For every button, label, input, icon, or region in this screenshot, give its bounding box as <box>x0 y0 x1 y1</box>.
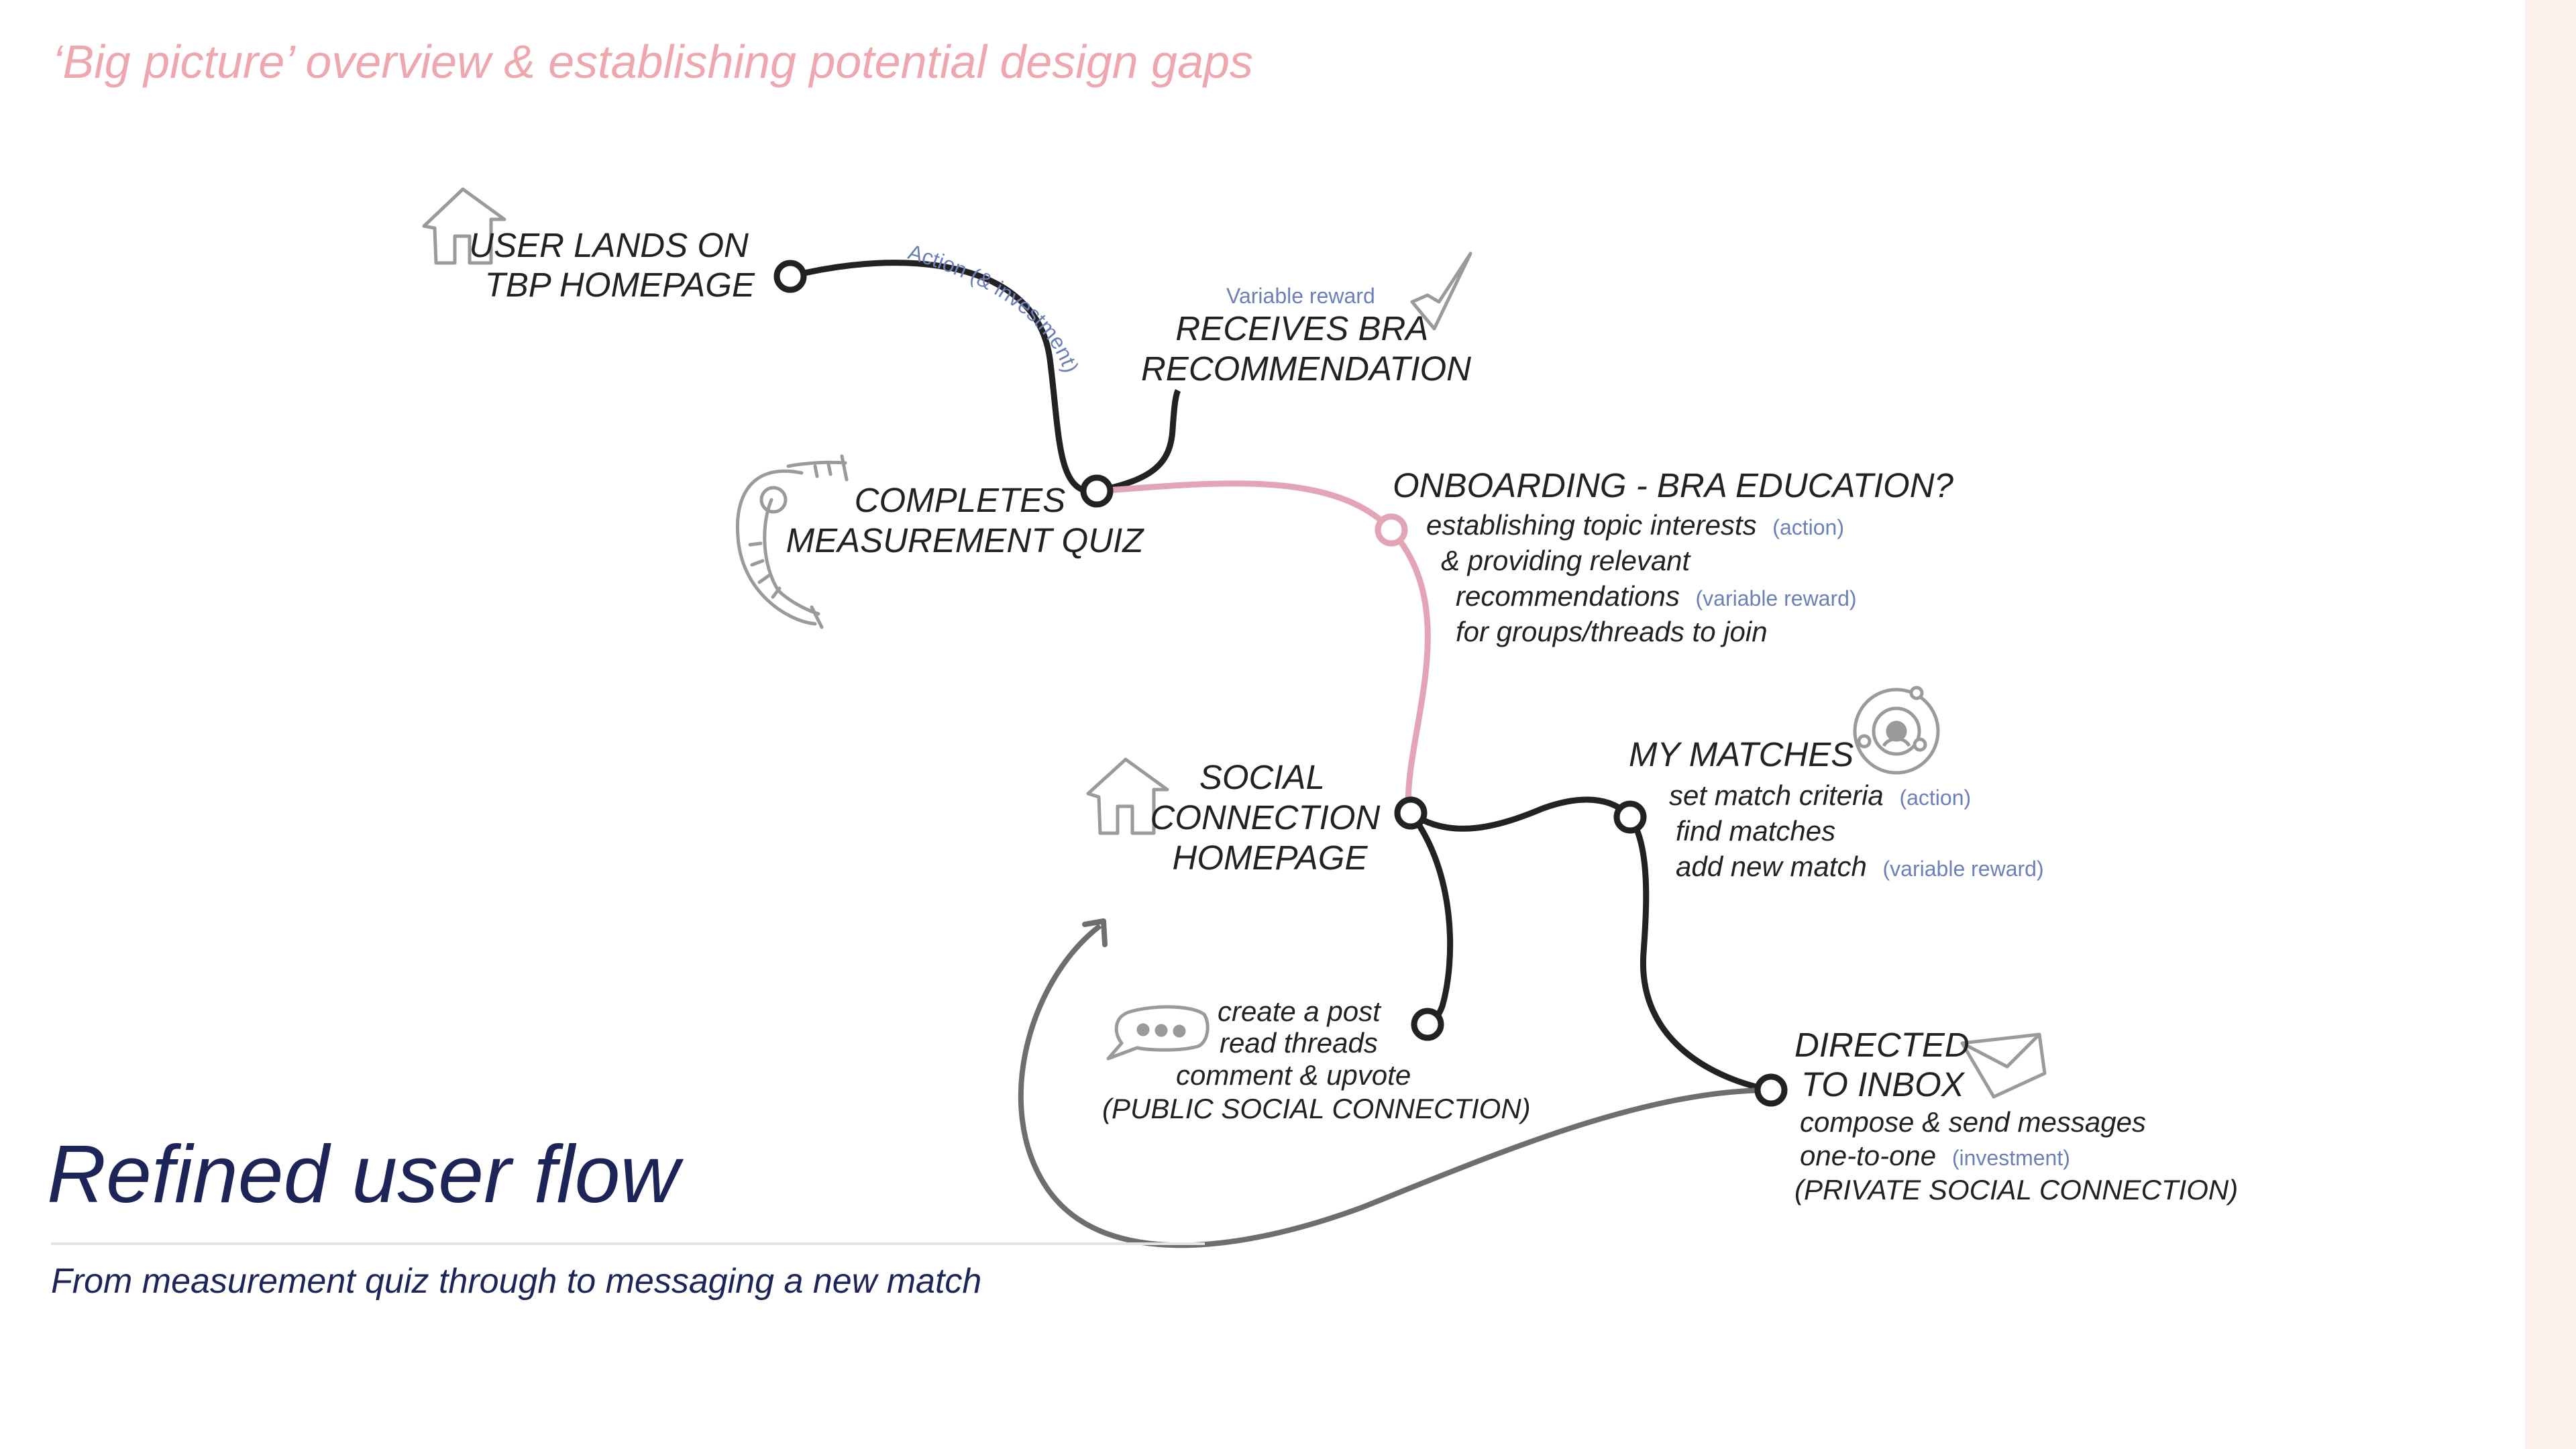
public-detail: create a post read threads comment & upv… <box>1102 996 1531 1124</box>
checkmark-icon <box>1410 252 1472 331</box>
edge-social-to-matches <box>1409 796 1633 832</box>
matches-title: MY MATCHES <box>1629 735 1854 773</box>
quiz-label: COMPLETES MEASUREMENT QUIZ <box>786 481 1145 559</box>
page-title: Refined user flow <box>47 1128 680 1220</box>
node-landing <box>773 260 807 293</box>
edge-onboarding-to-social <box>1389 528 1431 814</box>
edge-quiz-to-bra <box>1096 388 1181 494</box>
node-quiz <box>1080 474 1114 508</box>
node-onboarding <box>1375 513 1408 547</box>
title-divider <box>51 1242 1205 1245</box>
edge-quiz-to-onboarding <box>1096 480 1394 533</box>
page-subtitle: From measurement quiz through to messagi… <box>51 1262 982 1301</box>
node-inbox <box>1754 1073 1788 1107</box>
onboarding-title: ONBOARDING - BRA EDUCATION? <box>1393 466 1954 504</box>
node-public <box>1411 1008 1444 1041</box>
landing-label: USER LANDS ON TBP HOMEPAGE <box>469 226 758 304</box>
bra-tag: Variable reward <box>1226 284 1375 308</box>
node-social <box>1394 796 1428 830</box>
overview-heading: ‘Big picture’ overview & establishing po… <box>52 36 1253 88</box>
side-strip <box>2525 0 2576 1449</box>
inbox-label: DIRECTED TO INBOX <box>1794 1026 1979 1104</box>
envelope-icon <box>1960 1032 2047 1099</box>
house-icon-social <box>1086 757 1169 835</box>
edge-social-to-public <box>1408 811 1454 1027</box>
chat-bubble-icon <box>1106 1005 1210 1061</box>
onboarding-detail: establishing topic interests (action) & … <box>1426 509 1864 647</box>
node-matches <box>1613 800 1647 834</box>
return-arrow-head <box>1082 918 1108 947</box>
tape-measure-icon <box>735 454 849 629</box>
bra-label: RECEIVES BRA RECOMMENDATION <box>1141 309 1471 388</box>
edge-landing-to-quiz <box>789 260 1097 494</box>
edge-label-action-investment: Action (& investment) <box>906 239 1083 376</box>
match-radar-icon <box>1853 686 1940 775</box>
matches-detail: set match criteria (action) find matches… <box>1669 780 2044 882</box>
edge-matches-to-inbox <box>1627 815 1772 1093</box>
house-icon <box>422 187 506 265</box>
inbox-detail: compose & send messages one-to-one (inve… <box>1794 1106 2238 1205</box>
edge-inbox-return-to-social <box>1018 923 1772 1248</box>
social-label: SOCIAL CONNECTION HOMEPAGE <box>1150 758 1389 877</box>
